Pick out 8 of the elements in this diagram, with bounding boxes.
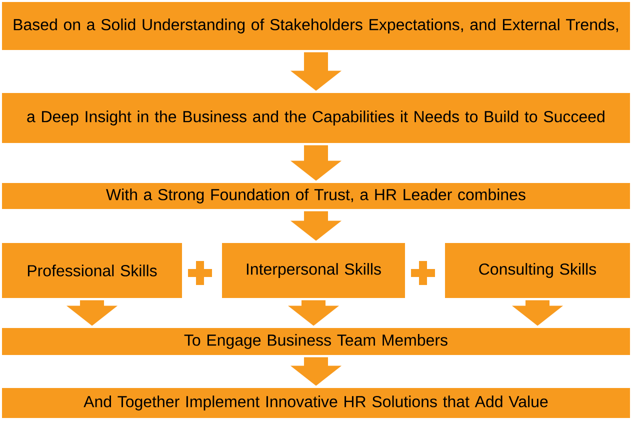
process-box: Based on a Solid Understanding of Stakeholders Expectations, and External Trends, [2,2,630,50]
process-box: To Engage Business Team Members [2,328,630,355]
process-box: Consulting Skills [445,243,630,298]
process-box: With a Strong Foundation of Trust, a HR Leader combines [2,183,630,209]
process-box: Interpersonal Skills [222,243,405,298]
process-box: a Deep Insight in the Business and the Capabilities it Needs to Build to Succeed [2,93,630,143]
process-box: And Together Implement Innovative HR Solutions that Add Value [2,388,630,418]
process-box: Professional Skills [2,243,182,298]
